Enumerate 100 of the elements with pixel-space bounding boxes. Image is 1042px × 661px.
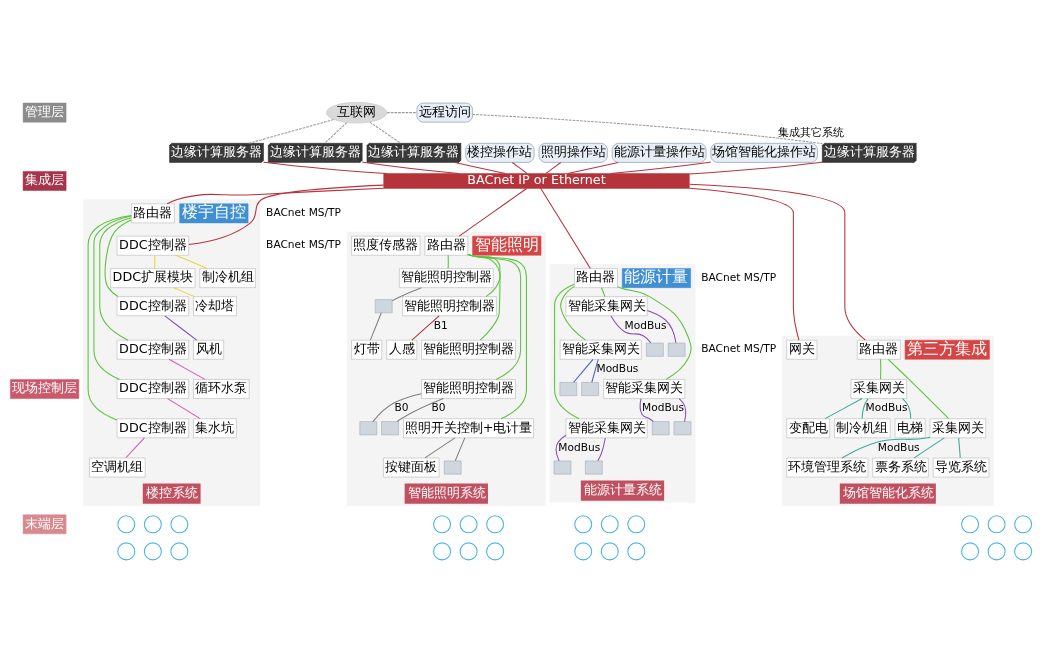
node-box: 楼宇自控 <box>179 203 249 223</box>
node-box <box>374 298 393 313</box>
node-circle <box>627 541 646 560</box>
node-box <box>359 420 378 435</box>
node-box: 集水坑 <box>193 417 237 438</box>
connector <box>372 392 422 422</box>
connector <box>125 436 145 458</box>
connector <box>861 397 869 419</box>
edge-label: ModBus <box>596 361 639 375</box>
label: BACnet MS/TP <box>701 341 777 355</box>
connector <box>511 161 528 174</box>
connector <box>386 111 418 113</box>
node-box: BACnet IP or Ethernet <box>383 172 690 189</box>
connector <box>689 183 866 341</box>
node-circle <box>1014 514 1033 533</box>
edge-label: B0 <box>431 400 446 414</box>
connector <box>841 436 931 458</box>
connector <box>540 187 591 269</box>
connector <box>87 214 132 420</box>
connector <box>591 358 599 383</box>
node-box: 采集网关 <box>850 378 907 399</box>
node-box: 智能照明控制器 <box>399 267 494 288</box>
connector <box>447 254 449 269</box>
connector <box>610 161 712 174</box>
connector <box>324 121 348 144</box>
connector <box>545 161 562 174</box>
node-circle <box>143 514 162 533</box>
node-box: DDC扩展模块 <box>110 267 196 288</box>
connector <box>597 436 606 461</box>
node-box: 智能照明控制器 <box>421 339 516 360</box>
connector <box>901 397 912 419</box>
node-box: 环境管理系统 <box>786 457 869 477</box>
node-box: DDC控制器 <box>116 235 189 256</box>
node-box: 电梯 <box>894 417 926 438</box>
node-box <box>651 420 670 435</box>
node-circle <box>600 514 619 533</box>
connector <box>454 161 506 174</box>
connector <box>887 358 950 419</box>
connector <box>600 286 606 297</box>
node-box: 能源计量操作站 <box>611 142 707 163</box>
edge-label: ModBus <box>642 400 685 414</box>
node-box <box>559 381 578 396</box>
node-box: DDC控制器 <box>116 339 189 360</box>
node-circle <box>486 514 505 533</box>
connector <box>610 314 652 343</box>
edge-label: 集成其它系统 <box>778 125 845 139</box>
node-box: 路由器 <box>131 203 175 223</box>
connector <box>188 184 385 245</box>
node-circle <box>574 541 593 560</box>
connector <box>913 436 945 458</box>
connector <box>958 436 961 458</box>
label: BACnet MS/TP <box>266 237 341 251</box>
node-box: 现场控制层 <box>10 378 80 399</box>
node-box: 采集网关 <box>929 417 986 438</box>
node-box: 管理层 <box>22 102 67 122</box>
node-box: 空调机组 <box>89 457 146 477</box>
node-box: 路由器 <box>424 235 469 256</box>
node-box: 路由器 <box>574 267 618 288</box>
node-circle <box>1014 541 1033 560</box>
node-circle <box>459 541 478 560</box>
node-circle <box>117 514 136 533</box>
edge-label: ModBus <box>624 318 667 332</box>
node-box <box>667 342 686 357</box>
node-box: 导览系统 <box>932 457 990 477</box>
connector <box>617 285 692 380</box>
node-box: 照明开关控制+电计量 <box>403 417 534 438</box>
node-circle <box>170 514 189 533</box>
connector <box>688 161 823 175</box>
node-box: 智能采集网关 <box>603 378 686 399</box>
node-box: 智能照明控制器 <box>402 295 497 316</box>
connector <box>263 161 388 174</box>
node-box: 风机 <box>193 339 224 360</box>
connector <box>467 253 527 419</box>
connector <box>104 218 132 297</box>
node-box <box>673 420 692 435</box>
node-ellipse: 互联网 <box>326 101 388 123</box>
edge-label: ModBus <box>877 440 920 454</box>
node-box: 灯带 <box>351 339 383 360</box>
node-box: 照明操作站 <box>538 142 608 163</box>
node-box: 票务系统 <box>872 457 929 477</box>
node-box: 制冷机组 <box>199 267 256 288</box>
connector <box>573 358 594 383</box>
node-box: 按键面板 <box>383 457 440 477</box>
node-circle <box>486 541 505 560</box>
node-circle <box>574 514 593 533</box>
node-circle <box>433 541 452 560</box>
node-box: 集成层 <box>22 170 67 191</box>
connector <box>93 215 132 380</box>
connector <box>472 113 823 144</box>
node-box: 第三方集成 <box>904 339 990 360</box>
node-box <box>585 460 603 474</box>
node-circle <box>143 541 162 560</box>
connector <box>154 254 156 269</box>
connector <box>560 285 587 341</box>
connector <box>166 187 385 204</box>
connector <box>168 358 206 380</box>
node-circle <box>987 514 1006 533</box>
node-box: 场馆智能化操作站 <box>710 142 818 163</box>
node-box: 人感 <box>386 339 418 360</box>
node-circle <box>170 541 189 560</box>
